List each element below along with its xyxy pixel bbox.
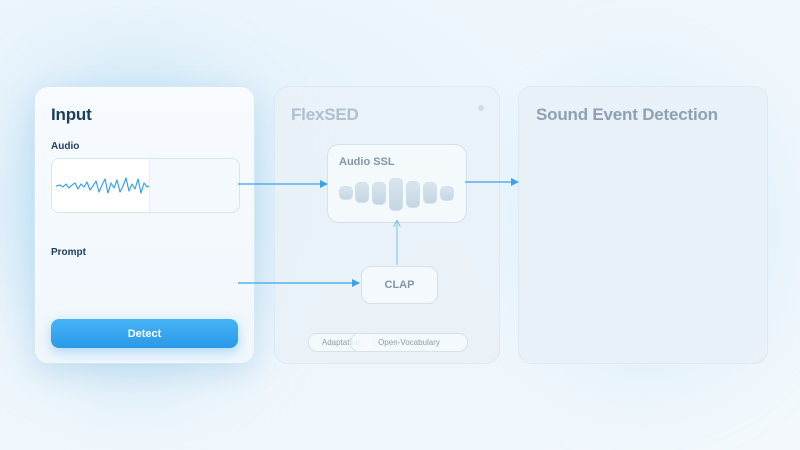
ssl-bar-icon [339, 186, 353, 200]
flexsed-panel: FlexSED Audio SSL CLAP Adaptation Open-V… [274, 86, 500, 364]
ssl-bar-icon [406, 181, 420, 208]
audio-input[interactable] [51, 158, 240, 213]
audio-ssl-title: Audio SSL [339, 156, 395, 168]
open-vocabulary-tag: Open-Vocabulary [350, 333, 468, 352]
prompt-label: Prompt [51, 247, 86, 258]
flexsed-title: FlexSED [291, 105, 359, 124]
ssl-bar-icon [372, 182, 386, 205]
clap-module: CLAP [361, 266, 438, 304]
sed-title: Sound Event Detection [536, 105, 718, 124]
ssl-bar-icon [389, 178, 403, 211]
ssl-bar-icon [423, 182, 437, 204]
ssl-bar-icon [440, 186, 454, 201]
status-dot-icon [478, 105, 484, 111]
waveform-icon [55, 177, 150, 194]
audio-ssl-module: Audio SSL [327, 144, 467, 223]
audio-label: Audio [51, 141, 80, 152]
sound-event-detection-panel: Sound Event Detection [518, 86, 768, 364]
ssl-bar-icon [355, 182, 369, 203]
input-title: Input [51, 105, 92, 124]
audio-waveform-pane [52, 159, 150, 212]
input-panel: Input Audio Prompt Detect [34, 86, 255, 364]
detect-button[interactable]: Detect [51, 319, 238, 348]
